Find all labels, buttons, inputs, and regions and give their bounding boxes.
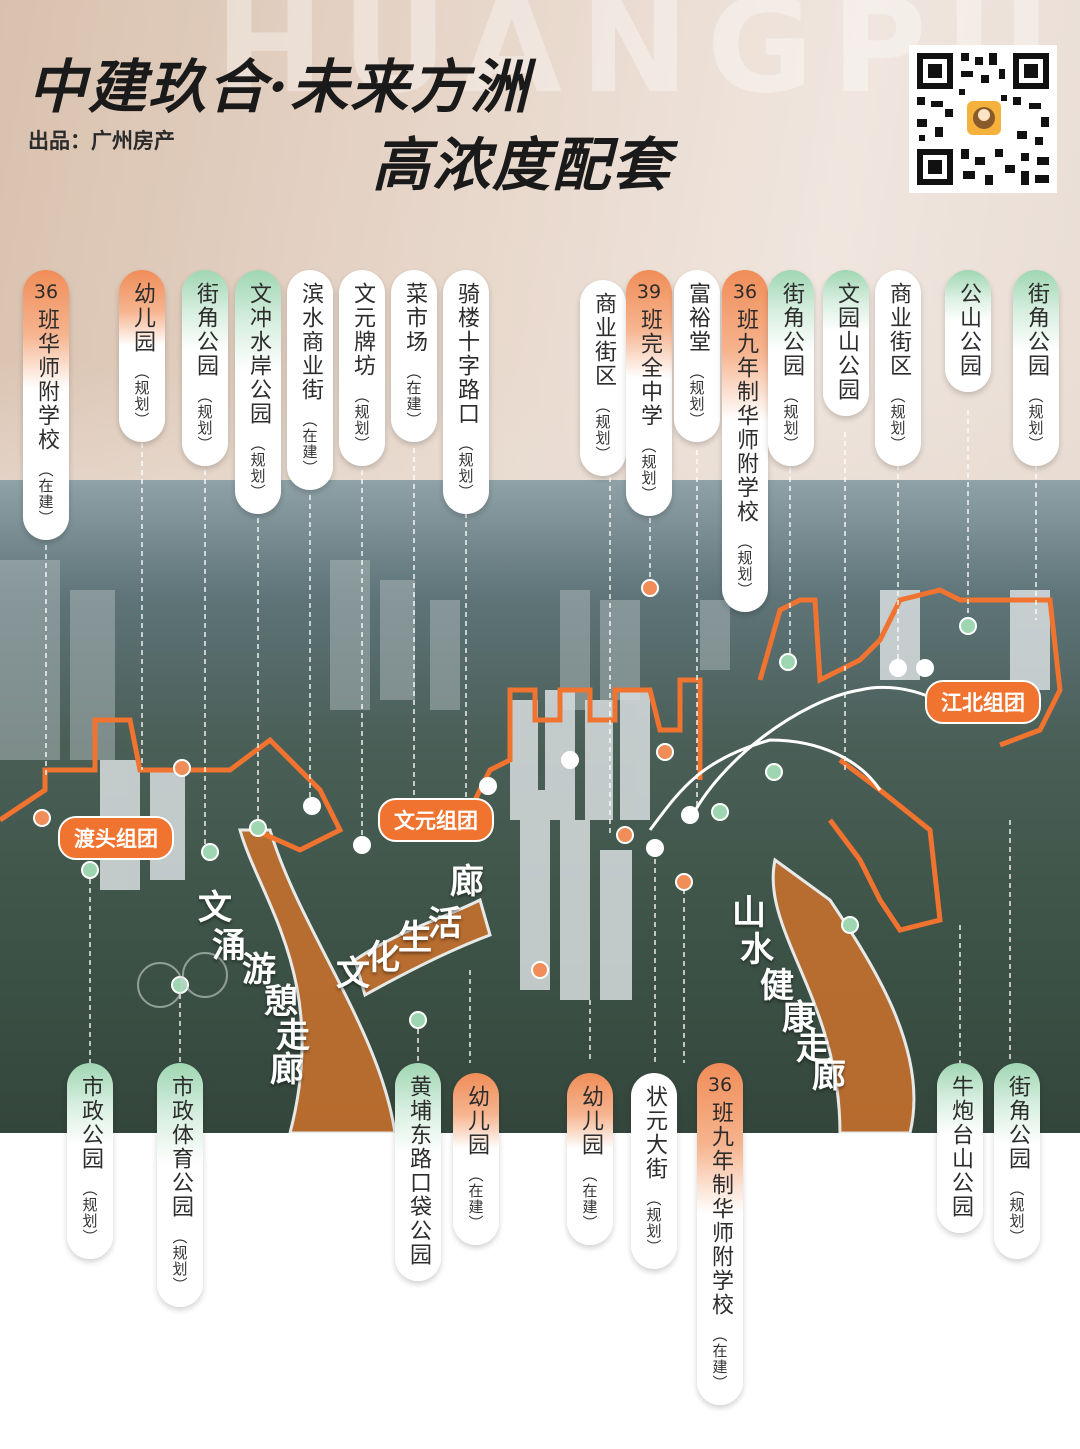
poi-label-middle-school-39: 39 班完全中学 （规划） xyxy=(626,270,672,516)
cluster-outlines xyxy=(0,587,1063,933)
page-subtitle: 高浓度配套 xyxy=(372,131,673,199)
poi-label-gongshan-park: 公山公园 xyxy=(945,270,991,392)
project-towers xyxy=(100,590,1050,1000)
poi-label-zhuangyuan-street: 状元大街 （规划） xyxy=(631,1073,677,1269)
cluster-tag-jiangbei: 江北组团 xyxy=(925,680,1041,724)
poi-label-corner-park: 街角公园 （规划） xyxy=(1013,270,1059,466)
city-blocks xyxy=(0,560,730,760)
poi-label-wenyuan-archway: 文元牌坊 （规划） xyxy=(339,270,385,466)
poi-label-fuyu-hall: 富裕堂 （规划） xyxy=(674,270,720,442)
qr-code xyxy=(909,45,1057,193)
poi-label-municipal-sports-park: 市政体育公园 （规划） xyxy=(157,1063,203,1307)
poi-label-kindergarten-building: 幼儿园 （在建） xyxy=(567,1073,613,1245)
poi-label-school-36-nine-year: 36 班九年制华师附学校 （规划） xyxy=(722,270,768,612)
poi-label-waterfront-street: 滨水商业街 （在建） xyxy=(287,270,333,490)
poi-label-arcade-crossroad: 骑楼十字路口 （规划） xyxy=(443,270,489,514)
poi-label-corner-park: 街角公园 （规划） xyxy=(768,270,814,466)
poi-label-corner-park: 街角公园 （规划） xyxy=(182,270,228,466)
qr-code-icon xyxy=(909,45,1057,193)
producer-credit: 出品：广州房产 xyxy=(28,128,175,153)
poi-label-school-36-building: 36 班华师附学校 （在建） xyxy=(23,270,69,540)
poi-label-wenchong-waterfront-park: 文冲水岸公园 （规划） xyxy=(235,270,281,514)
poi-label-market: 菜市场 （在建） xyxy=(391,270,437,442)
leader-lines xyxy=(45,410,1037,1063)
poi-label-corner-park: 街角公园 （规划） xyxy=(994,1063,1040,1259)
corridor-bands xyxy=(238,828,916,1135)
cluster-tag-wenyuan: 文元组团 xyxy=(378,798,494,842)
poi-label-municipal-park: 市政公园 （规划） xyxy=(67,1063,113,1259)
poi-label-kindergarten-building: 幼儿园 （在建） xyxy=(453,1073,499,1245)
poi-label-huangpu-pocket-park: 黄埔东路口袋公园 xyxy=(395,1063,441,1281)
poi-label-niupaotai-park: 牛炮台山公园 xyxy=(937,1063,983,1233)
poi-label-wenyuanshan-park: 文园山公园 xyxy=(823,270,869,416)
page-title: 中建玖合·未来方洲 xyxy=(28,53,531,121)
sports-fields xyxy=(137,952,228,1008)
poi-label-commercial-block: 商业街区 （规划） xyxy=(875,270,921,466)
poi-label-commercial-block: 商业街区 （规划） xyxy=(580,280,626,476)
poi-label-kindergarten-planned: 幼儿园 （规划） xyxy=(119,270,165,442)
poi-label-school-36-nine-year-building: 36 班九年制华师附学校 （在建） xyxy=(697,1063,743,1405)
cluster-tag-dutou: 渡头组团 xyxy=(58,816,174,860)
